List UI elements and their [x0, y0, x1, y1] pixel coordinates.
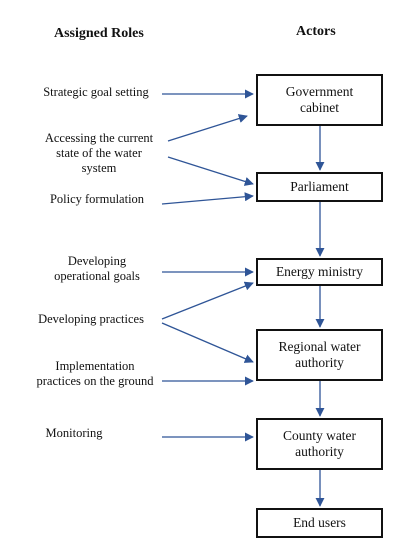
role-line: system [81, 161, 117, 175]
actor-label: Energy ministry [275, 264, 364, 279]
actor-end-users: End users [256, 508, 383, 538]
actor-regional-water-authority: Regional water authority [256, 329, 383, 381]
role-accessing-water-system: Accessing the current state of the water… [45, 131, 153, 176]
arrow-policy-to-parliament [161, 192, 254, 205]
role-line: Strategic goal setting [43, 85, 149, 99]
actor-label: Regional water authority [278, 339, 361, 370]
role-monitoring: Monitoring [46, 426, 103, 441]
role-line: Implementation [55, 359, 135, 373]
actors-heading: Actors [296, 24, 336, 39]
role-line: operational goals [54, 269, 140, 283]
role-line: Developing [67, 254, 127, 268]
actor-county-water-authority: County water authority [256, 418, 383, 470]
role-line: Accessing the current [44, 131, 154, 145]
arrow-accessing-to-cabinet [167, 114, 248, 142]
role-policy-formulation: Policy formulation [50, 192, 144, 207]
role-line: Policy formulation [49, 192, 145, 206]
actor-parliament: Parliament [256, 172, 383, 202]
arrow-accessing-to-parliament [167, 156, 254, 186]
actor-label: End users [293, 515, 346, 530]
actor-label: County water authority [282, 428, 357, 459]
actor-label: Parliament [290, 179, 349, 194]
actor-government-cabinet: Government cabinet [256, 74, 383, 126]
actor-label: Government cabinet [285, 84, 354, 115]
assigned-roles-heading: Assigned Roles [54, 26, 144, 41]
role-implementation-practices: Implementation practices on the ground [37, 359, 154, 389]
arrow-practices-to-regional [161, 322, 254, 363]
arrow-practices-to-ministry [161, 281, 254, 320]
role-developing-operational-goals: Developing operational goals [54, 254, 140, 284]
role-strategic-goal-setting: Strategic goal setting [43, 85, 149, 100]
role-line: Developing practices [38, 312, 144, 326]
role-line: Monitoring [45, 426, 103, 440]
actor-energy-ministry: Energy ministry [256, 258, 383, 286]
role-developing-practices: Developing practices [38, 312, 144, 327]
role-line: state of the water [56, 146, 142, 160]
role-line: practices on the ground [36, 374, 154, 388]
